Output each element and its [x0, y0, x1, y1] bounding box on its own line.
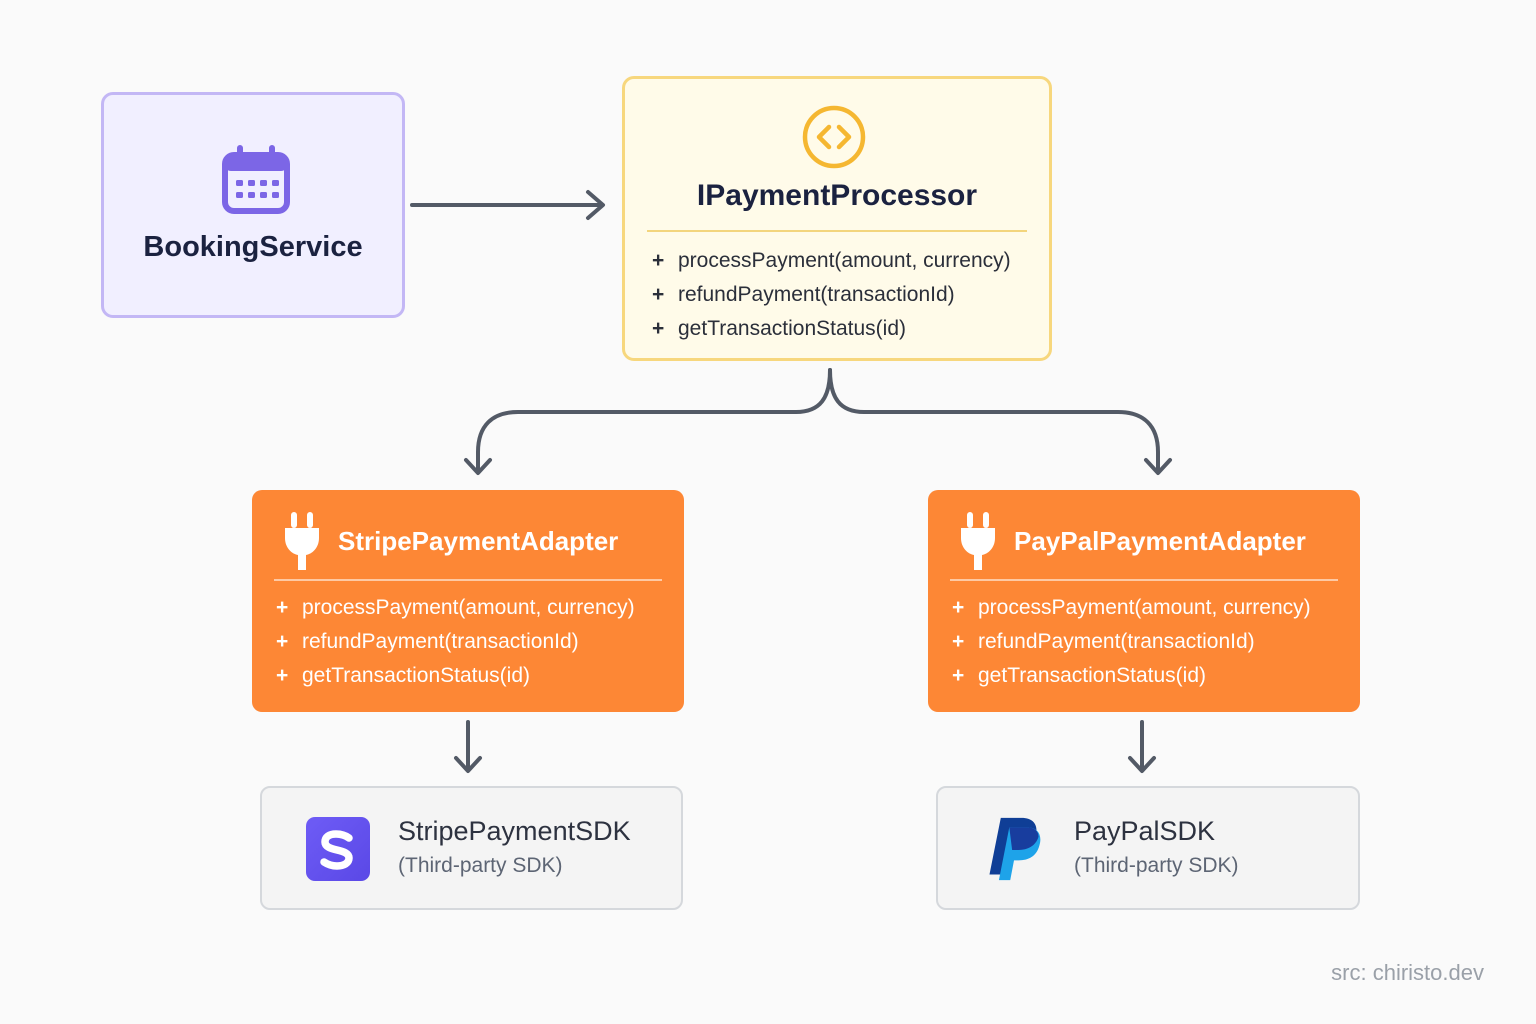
public-sign: + [276, 596, 289, 619]
stripe-sdk-title: StripePaymentSDK [398, 816, 631, 846]
stripe-sdk-box: StripePaymentSDK (Third-party SDK) [260, 786, 683, 910]
paypal-adapter-title: PayPalPaymentAdapter [1014, 526, 1306, 556]
paypal-adapter-method-list: + processPayment(amount, currency) + refun… [952, 591, 1311, 693]
plug-icon [285, 512, 319, 570]
method-signature: refundPayment(transactionId) [302, 630, 579, 653]
paypal-logo-icon [989, 817, 1041, 881]
arrow-booking-to-interface [410, 190, 605, 220]
interface-title: IPaymentProcessor [696, 179, 978, 212]
paypal-sdk-box: PayPalSDK (Third-party SDK) [936, 786, 1360, 910]
public-sign: + [952, 630, 965, 653]
plug-icon [961, 512, 995, 570]
arrow-stripe-adapter-to-sdk [454, 720, 482, 773]
source-credit: src: chiristo.dev [1331, 960, 1484, 985]
method-signature: refundPayment(transactionId) [678, 283, 955, 306]
stripe-adapter-title: StripePaymentAdapter [338, 526, 619, 556]
calendar-icon [222, 145, 290, 214]
paypal-adapter-box: PayPalPaymentAdapter + processPayment(amo… [928, 490, 1360, 712]
code-icon [802, 105, 866, 169]
public-sign: + [652, 249, 665, 272]
method-row: + refundPayment(transactionId) [952, 625, 1311, 659]
public-sign: + [652, 283, 665, 306]
divider [274, 579, 662, 581]
method-signature: refundPayment(transactionId) [978, 630, 1255, 653]
method-signature: getTransactionStatus(id) [302, 664, 530, 687]
paypal-sdk-subtitle: (Third-party SDK) [1074, 854, 1239, 877]
public-sign: + [952, 664, 965, 687]
method-row: + refundPayment(transactionId) [276, 625, 635, 659]
method-row: + refundPayment(transactionId) [652, 278, 1011, 312]
public-sign: + [276, 664, 289, 687]
arrow-paypal-adapter-to-sdk [1128, 720, 1156, 773]
method-row: + getTransactionStatus(id) [952, 659, 1311, 693]
stripe-logo-icon [306, 817, 370, 881]
divider [950, 579, 1338, 581]
public-sign: + [952, 596, 965, 619]
method-row: + getTransactionStatus(id) [276, 659, 635, 693]
divider [647, 230, 1027, 232]
stripe-sdk-subtitle: (Third-party SDK) [398, 854, 563, 877]
method-row: + processPayment(amount, currency) [952, 591, 1311, 625]
booking-service-box: BookingService [101, 92, 405, 318]
method-signature: processPayment(amount, currency) [978, 596, 1311, 619]
arrow-interface-to-adapters [464, 368, 1172, 475]
method-signature: getTransactionStatus(id) [978, 664, 1206, 687]
stripe-adapter-method-list: + processPayment(amount, currency) + refun… [276, 591, 635, 693]
paypal-sdk-title: PayPalSDK [1074, 816, 1216, 846]
method-row: + getTransactionStatus(id) [652, 312, 1011, 346]
method-signature: getTransactionStatus(id) [678, 317, 906, 340]
payment-processor-interface-box: IPaymentProcessor + processPayment(amount… [622, 76, 1052, 361]
method-signature: processPayment(amount, currency) [302, 596, 635, 619]
booking-service-title: BookingService [143, 231, 363, 263]
method-signature: processPayment(amount, currency) [678, 249, 1011, 272]
stripe-adapter-box: StripePaymentAdapter + processPayment(amo… [252, 490, 684, 712]
interface-method-list: + processPayment(amount, currency) + refun… [652, 244, 1011, 346]
public-sign: + [652, 317, 665, 340]
method-row: + processPayment(amount, currency) [276, 591, 635, 625]
method-row: + processPayment(amount, currency) [652, 244, 1011, 278]
public-sign: + [276, 630, 289, 653]
